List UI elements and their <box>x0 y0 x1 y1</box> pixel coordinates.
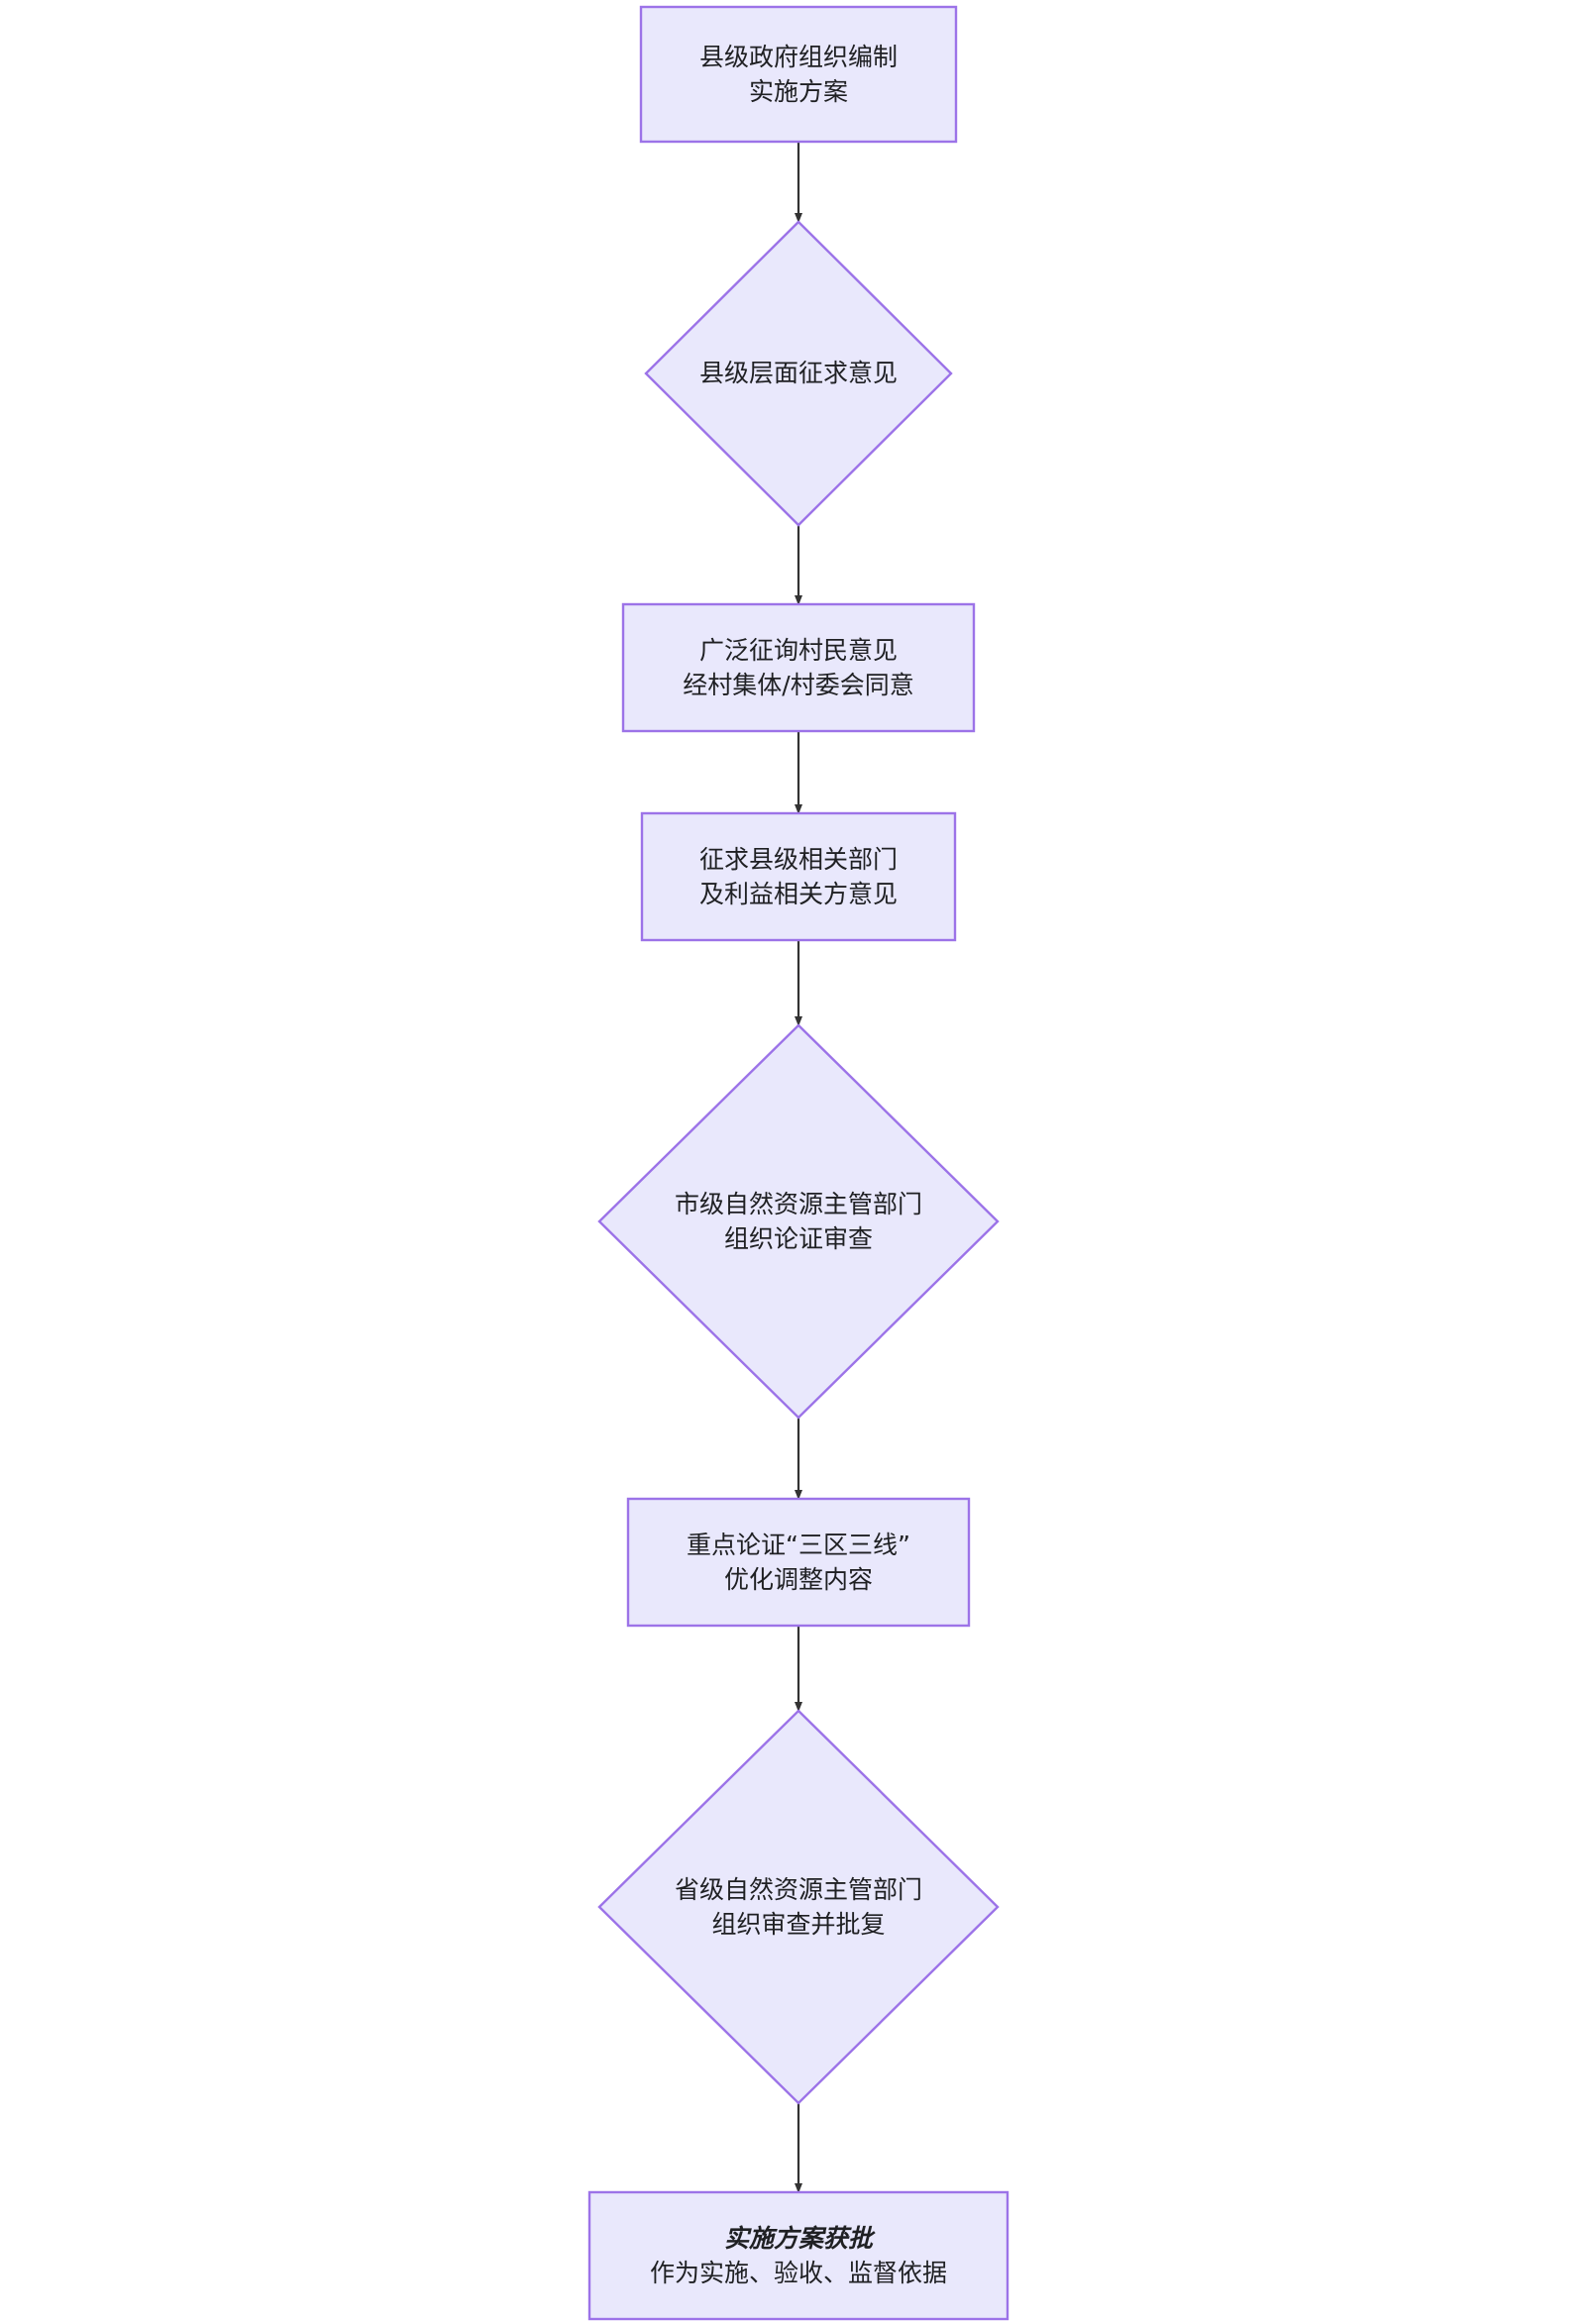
flow-node-n7[interactable] <box>599 1711 998 2103</box>
node-shape-n3-rect[interactable] <box>621 602 976 733</box>
node-shape-n4-rect[interactable] <box>640 811 957 942</box>
flow-node-n3[interactable] <box>623 604 974 731</box>
flow-node-n2[interactable] <box>646 222 951 525</box>
flow-node-n6[interactable] <box>628 1499 969 1626</box>
flow-node-n5[interactable] <box>599 1025 998 1418</box>
node-shape-n1-rect[interactable] <box>639 5 958 144</box>
node-shape-n2-diamond[interactable] <box>644 220 953 527</box>
nodes-group <box>587 5 1009 2321</box>
flow-node-n4[interactable] <box>642 813 955 940</box>
node-shape-n7-diamond[interactable] <box>597 1709 1000 2105</box>
node-shape-n5-diamond[interactable] <box>597 1023 1000 1420</box>
node-shape-n6-rect[interactable] <box>626 1497 971 1628</box>
node-shape-n8-rect[interactable] <box>587 2190 1009 2321</box>
flow-node-n8[interactable] <box>589 2192 1008 2319</box>
flow-node-n1[interactable] <box>641 7 956 142</box>
